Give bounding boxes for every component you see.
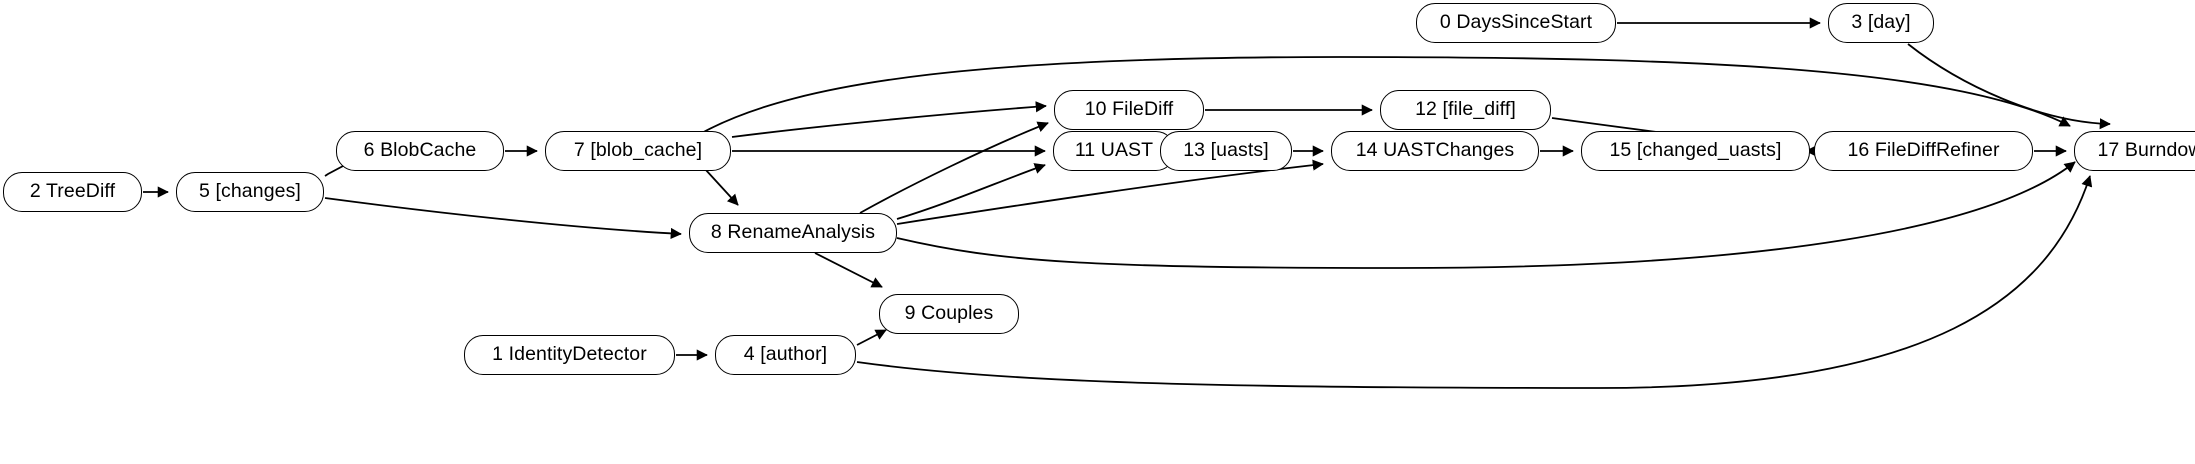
edge-4-to-9 (856, 329, 887, 346)
edge-3-to-17 (1907, 43, 2111, 130)
graph-node-label: 12 [file_diff] (1415, 98, 1516, 121)
graph-node-label: 7 [blob_cache] (573, 139, 703, 162)
graph-node[interactable]: 1 IdentityDetector (464, 335, 675, 375)
graph-node[interactable]: 0 DaysSinceStart (1416, 3, 1616, 43)
edge-8-to-14 (896, 159, 1324, 225)
edge-8-to-11 (896, 163, 1046, 220)
graph-node-label: 5 [changes] (199, 180, 301, 203)
graph-node[interactable]: 17 Burndown (2074, 131, 2195, 171)
graph-node-label: 10 FileDiff (1084, 98, 1174, 121)
graph-node-label: 14 UASTChanges (1355, 139, 1515, 162)
graph-node[interactable]: 3 [day] (1828, 3, 1934, 43)
graph-node-label: 6 BlobCache (363, 139, 477, 162)
graph-node-label: 16 FileDiffRefiner (1847, 139, 2000, 162)
graph-node[interactable]: 12 [file_diff] (1380, 90, 1551, 130)
graph-node[interactable]: 16 FileDiffRefiner (1814, 131, 2033, 171)
edge-7-to-8 (704, 168, 739, 206)
edge-8-to-10 (859, 121, 1049, 214)
graph-node-label: 1 IdentityDetector (492, 343, 647, 366)
graph-node[interactable]: 11 UAST (1053, 131, 1175, 171)
graph-node-label: 15 [changed_uasts] (1609, 139, 1782, 162)
edge-8-to-9 (814, 252, 883, 288)
graph-node[interactable]: 15 [changed_uasts] (1581, 131, 1810, 171)
graph-node[interactable]: 4 [author] (715, 335, 856, 375)
graph-node-label: 11 UAST (1074, 139, 1154, 162)
graph-node[interactable]: 2 TreeDiff (3, 172, 142, 212)
graph-node[interactable]: 13 [uasts] (1160, 131, 1292, 171)
graph-node-label: 0 DaysSinceStart (1439, 11, 1593, 34)
graph-node-label: 8 RenameAnalysis (710, 221, 876, 244)
graph-node-label: 17 Burndown (2097, 139, 2195, 162)
edge-5-to-8 (324, 197, 682, 240)
graph-node-label: 3 [day] (1851, 11, 1911, 34)
graph-node[interactable]: 6 BlobCache (336, 131, 504, 171)
graph-node[interactable]: 14 UASTChanges (1331, 131, 1539, 171)
graph-node[interactable]: 5 [changes] (176, 172, 324, 212)
graph-node-label: 2 TreeDiff (29, 180, 116, 203)
graph-node[interactable]: 8 RenameAnalysis (689, 213, 897, 253)
graph-node-label: 9 Couples (904, 302, 994, 325)
graph-node-label: 13 [uasts] (1183, 139, 1269, 162)
graph-node[interactable]: 7 [blob_cache] (545, 131, 731, 171)
graph-node[interactable]: 9 Couples (879, 294, 1019, 334)
edge-4-to-17 (856, 175, 2093, 389)
edge-7-to-10 (731, 101, 1047, 138)
graph-node-label: 4 [author] (743, 343, 828, 366)
edge-8-to-17 (896, 161, 2076, 269)
graph-node[interactable]: 10 FileDiff (1054, 90, 1204, 130)
